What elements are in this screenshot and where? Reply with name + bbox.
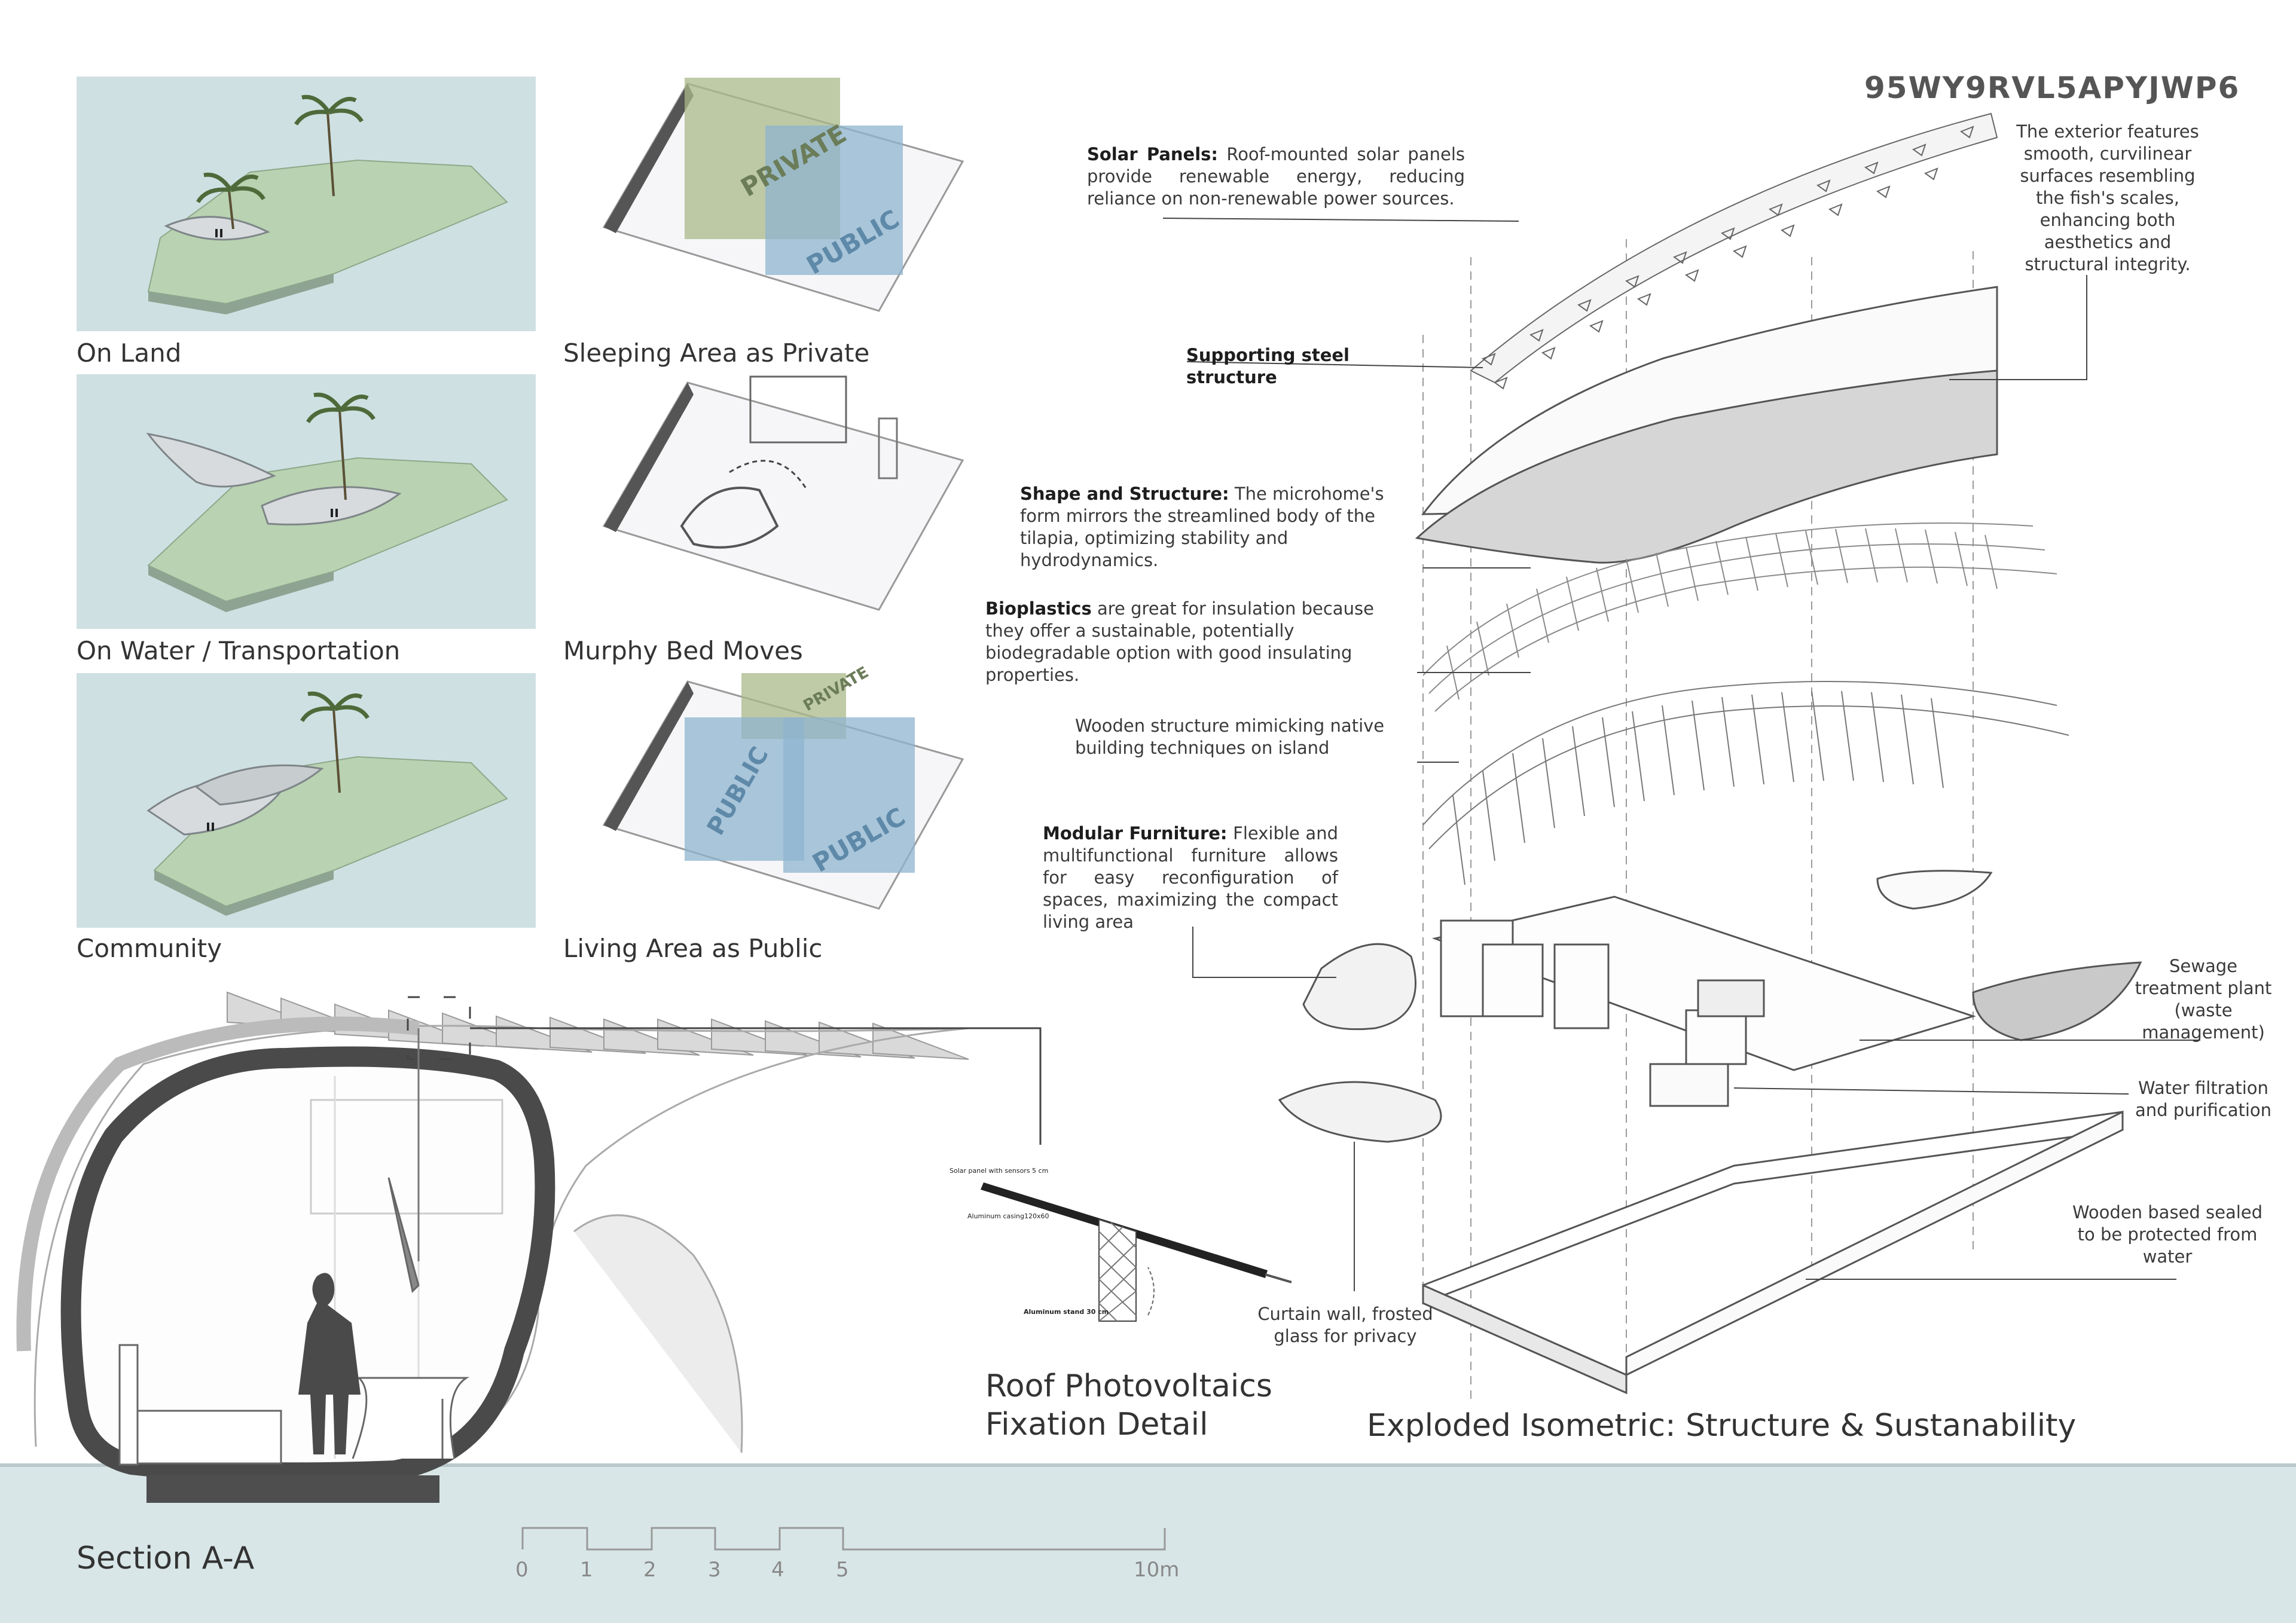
project-code: 95WY9RVL5APYJWP6 (1864, 71, 2240, 105)
note-wooden-structure: Wooden structure mimicking native buildi… (1075, 716, 1385, 758)
section-title: Section A-A (77, 1541, 255, 1576)
caption-on-water: On Water / Transportation (77, 636, 401, 665)
note-water-filtration: Water filtration and purification (2135, 1078, 2272, 1120)
wooden-base-platform (1422, 1110, 2124, 1395)
interior-sleeping-private: PRIVATE PUBLIC (602, 78, 964, 312)
detail-leader-line (470, 1027, 1042, 1145)
scale-tick-3: 3 (708, 1558, 721, 1582)
note-solar-panels: Solar Panels: Roof-mounted solar panels … (1087, 144, 1465, 209)
bioplastic-insulation-layer (1422, 522, 2057, 712)
caption-on-land: On Land (77, 338, 182, 368)
scale-tick-0: 0 (515, 1558, 529, 1582)
wooden-structure-layer (1422, 681, 2069, 885)
caption-living-public: Living Area as Public (563, 934, 823, 963)
note-supporting-steel: Supporting steel structure (1186, 345, 1349, 387)
note-exterior: The exterior features smooth, curvilinea… (2016, 121, 2199, 274)
human-figure-silhouette (298, 1273, 361, 1454)
note-sewage: Sewage treatment plant (waste management… (2135, 956, 2272, 1043)
detail-callout-box (407, 996, 471, 1060)
detail-label-panel: Solar panel with sensors 5 cm (949, 1167, 1049, 1175)
ground-line (0, 1463, 2296, 1467)
caption-murphy-bed: Murphy Bed Moves (563, 636, 803, 665)
scenario-panel-community (77, 673, 536, 928)
tail-fin (573, 1214, 743, 1453)
caption-community: Community (77, 934, 222, 963)
on-land-illustration (147, 94, 508, 314)
shape-layer (1415, 369, 1998, 564)
outer-shell-wing (16, 1016, 420, 1352)
note-wooden-base: Wooden based sealed to be protected from… (2072, 1202, 2263, 1267)
capsule-section (60, 1046, 555, 1483)
scale-tick-2: 2 (643, 1558, 657, 1582)
solar-panel-array (1470, 112, 1998, 390)
interior-living-public: PRIVATE PUBLIC PUBLIC (602, 664, 964, 910)
detail-label-casing: Aluminum casing120x60 (967, 1212, 1049, 1220)
capsule-foundation (146, 1475, 439, 1503)
on-water-illustration (146, 392, 508, 612)
note-modular-furniture: Modular Furniture: Flexible and multifun… (1043, 823, 1338, 932)
leader-lines (1162, 218, 2200, 1291)
scale-tick-10m: 10m (1134, 1558, 1180, 1582)
note-shape-structure: Shape and Structure: The microhome's for… (1020, 484, 1384, 570)
interior-modules (1278, 870, 2142, 1143)
detail-title-line2: Fixation Detail (985, 1407, 1208, 1442)
note-curtain-wall: Curtain wall, frosted glass for privacy (1257, 1304, 1433, 1346)
scale-tick-5: 5 (836, 1558, 849, 1582)
detail-title-line1: Roof Photovoltaics (985, 1368, 1273, 1404)
detail-label-stand: Aluminum stand 30 cm (1024, 1308, 1109, 1316)
scenario-panel-on-water (77, 374, 536, 629)
scenario-panel-on-land (77, 77, 536, 331)
note-bioplastics: Bioplastics are great for insulation bec… (985, 598, 1374, 685)
scale-tick-4: 4 (771, 1558, 784, 1582)
caption-sleeping-private: Sleeping Area as Private (563, 338, 870, 368)
photovoltaic-fixation-detail (981, 1182, 1292, 1322)
community-illustration (146, 691, 508, 916)
section-interior (118, 1028, 503, 1466)
scale-tick-1: 1 (580, 1558, 593, 1582)
interior-murphy-bed (602, 375, 964, 611)
exploded-isometric-title: Exploded Isometric: Structure & Sustanab… (1367, 1408, 2077, 1444)
